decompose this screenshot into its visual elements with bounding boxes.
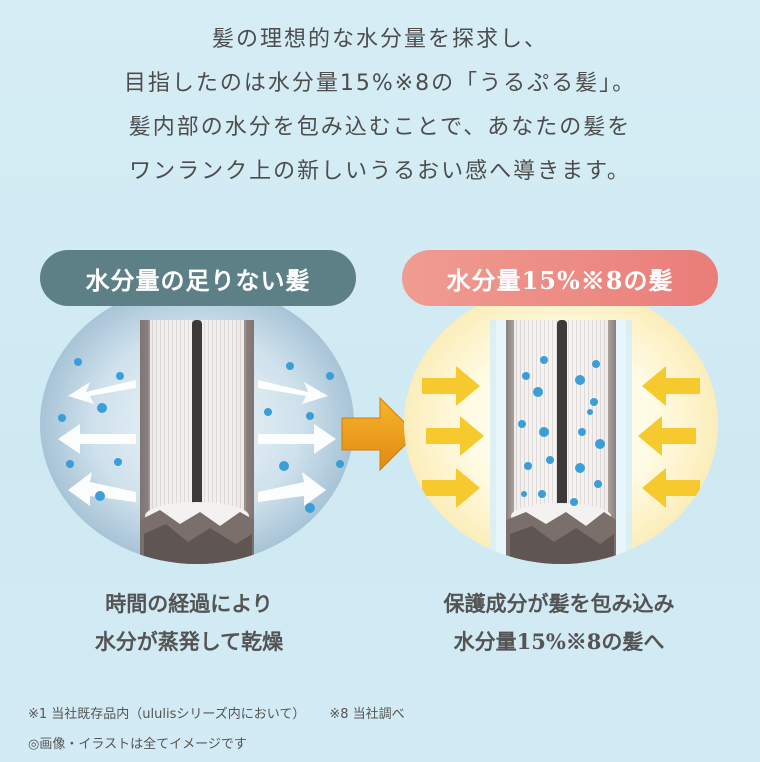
footnote-1: ※1 当社既存品内（ululisシリーズ内において） xyxy=(28,707,306,722)
outward-arrow-icon xyxy=(258,380,336,506)
intro-text: 髪の理想的な水分量を探求し、 目指したのは水分量15%※8の「うるぷる髪」。 髪… xyxy=(0,18,760,194)
dry-hair-caption-line-1: 時間の経過により xyxy=(105,591,273,616)
dry-hair-caption-line-2: 水分が蒸発して乾燥 xyxy=(94,629,284,654)
dry-hair-graphic xyxy=(40,284,354,564)
inward-arrow-icon xyxy=(422,366,484,508)
image-disclaimer: ◎画像・イラストは全てイメージです xyxy=(28,737,247,752)
water-droplet-icon xyxy=(518,356,605,506)
right-arrow-icon xyxy=(341,396,417,472)
intro-line-4: ワンランク上の新しいうるおい感へ導きます。 xyxy=(129,159,631,184)
outward-arrow-icon xyxy=(58,380,136,506)
footnotes: ※1 当社既存品内（ululisシリーズ内において） ※8 当社調べ ◎画像・イラ… xyxy=(28,700,429,760)
moist-hair-graphic xyxy=(404,284,718,564)
water-droplet-icon xyxy=(58,358,344,513)
moist-hair-illustration xyxy=(404,284,718,564)
dry-hair-illustration xyxy=(40,284,354,564)
intro-line-1: 髪の理想的な水分量を探求し、 xyxy=(211,27,548,52)
moist-hair-caption-line-2: 水分量15%※8の髪へ xyxy=(453,629,665,654)
moist-hair-caption: 保護成分が髪を包み込み 水分量15%※8の髪へ xyxy=(394,585,724,661)
dry-hair-label: 水分量の足りない髪 xyxy=(40,250,356,306)
moist-hair-caption-line-1: 保護成分が髪を包み込み xyxy=(443,591,675,616)
intro-line-2: 目指したのは水分量15%※8の「うるぷる髪」。 xyxy=(123,71,637,96)
hair-core xyxy=(557,320,567,516)
inward-arrow-icon xyxy=(638,366,700,508)
moist-hair-label: 水分量15%※8の髪 xyxy=(402,250,718,306)
intro-line-3: 髪内部の水分を包み込むことで、あなたの髪を xyxy=(128,115,632,140)
dry-hair-caption: 時間の経過により 水分が蒸発して乾燥 xyxy=(24,585,354,661)
hair-core xyxy=(192,320,202,516)
footnote-8: ※8 当社調べ xyxy=(329,707,405,722)
